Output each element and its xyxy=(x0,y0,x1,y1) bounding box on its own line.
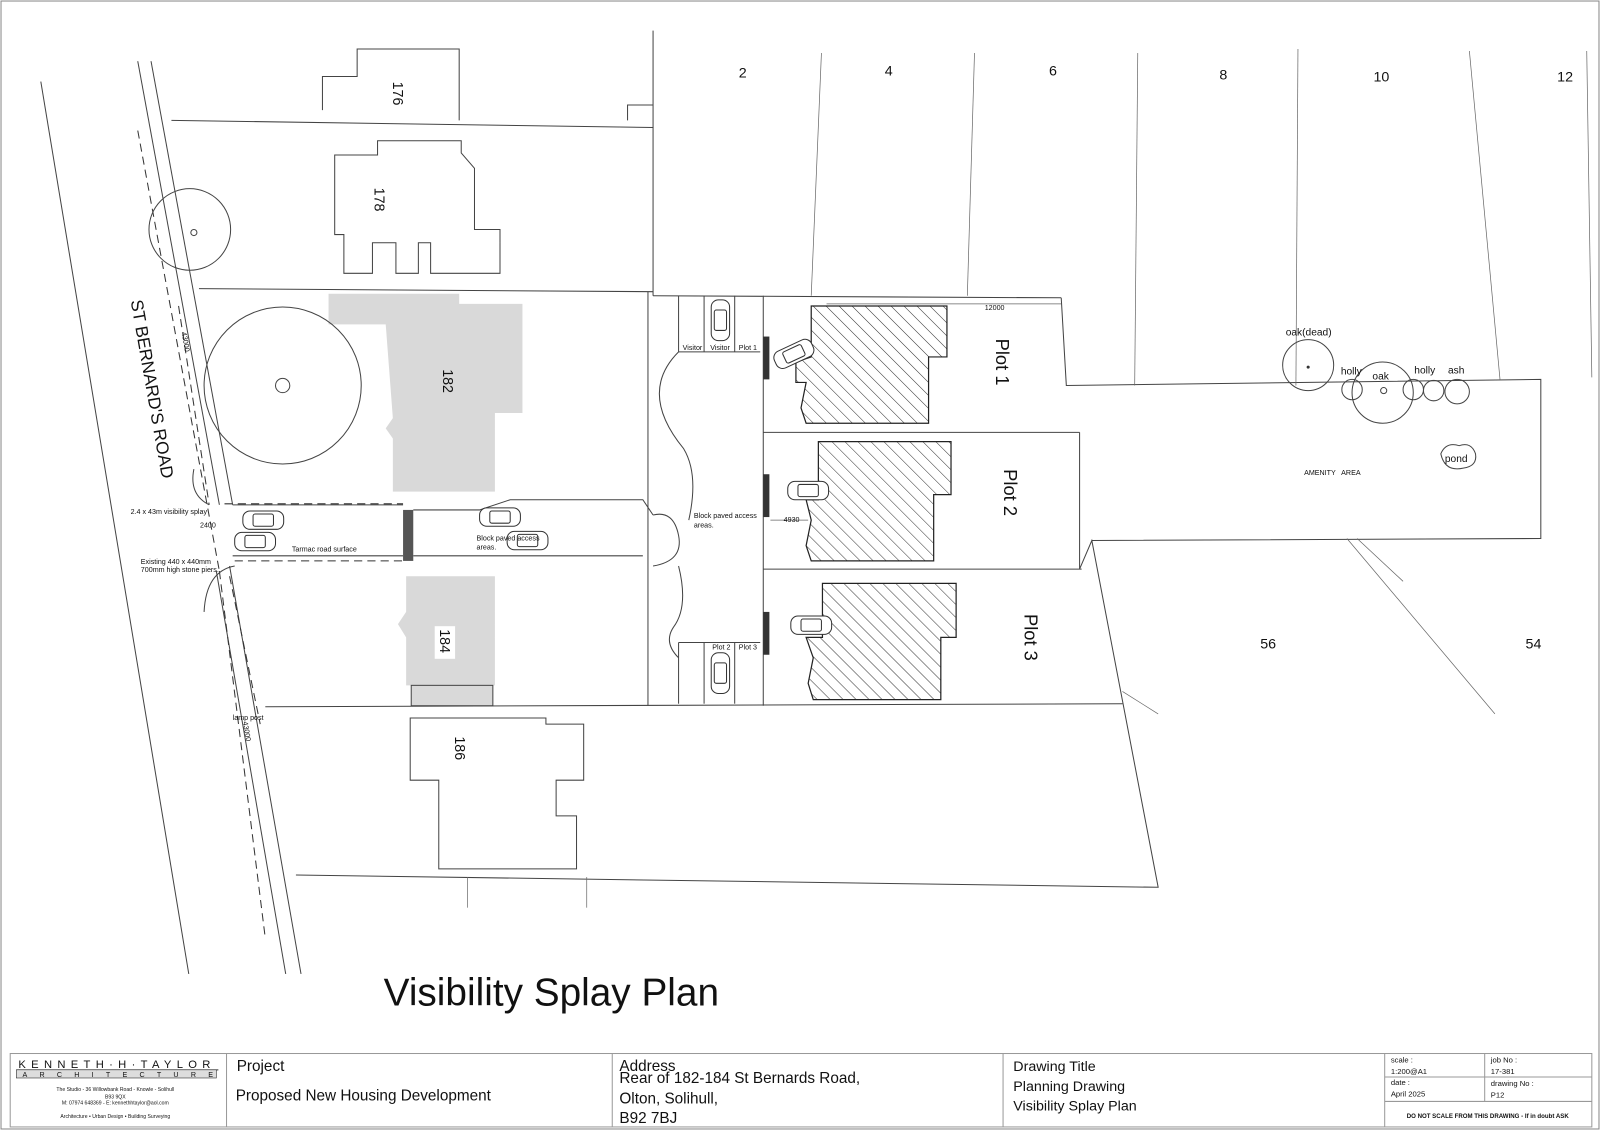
plot-1-label: Plot 1 xyxy=(992,339,1013,386)
dimension-43000-top: 43000 xyxy=(180,331,191,352)
tree-oak-dead: oak(dead) xyxy=(1286,328,1332,339)
plot-number-184: 184 xyxy=(436,629,452,653)
block-paved-label-1b: areas. xyxy=(477,544,497,552)
tarmac-label: Tarmac road surface xyxy=(292,546,357,554)
title-block: KENNETH·H·TAYLOR ARCHITECTURE The Studio… xyxy=(9,1053,1593,1128)
pond-label: pond xyxy=(1445,454,1468,465)
plot-number-56: 56 xyxy=(1260,637,1276,653)
plot-number-12: 12 xyxy=(1557,70,1573,86)
plot-number-186: 186 xyxy=(451,736,467,760)
trees xyxy=(148,188,1477,470)
plot-number-8: 8 xyxy=(1219,68,1227,84)
job-label: job No : xyxy=(1490,1056,1517,1065)
visibility-splay-label: 2.4 x 43m visibility splay xyxy=(131,508,208,516)
scale-value: 1:200@A1 xyxy=(1391,1067,1427,1076)
block-paved-label-2: Block paved access xyxy=(694,512,757,520)
drawing-title-line-1: Planning Drawing xyxy=(1013,1079,1125,1095)
plot-2-label: Plot 2 xyxy=(1000,469,1021,516)
drawing-title-label: Drawing Title xyxy=(1013,1059,1096,1075)
block-paved-label-1: Block paved access xyxy=(477,535,540,543)
job-value: 17-381 xyxy=(1491,1067,1515,1076)
stone-piers-label-1: Existing 440 x 440mm xyxy=(141,558,211,566)
firm-postcode: B93 9QX xyxy=(105,1094,126,1100)
plot-number-176: 176 xyxy=(389,82,405,106)
site-boundaries xyxy=(171,30,1593,908)
plot-number-6: 6 xyxy=(1049,63,1057,79)
drawing-title-line-2: Visibility Splay Plan xyxy=(1013,1099,1136,1115)
address-label: Address xyxy=(619,1058,675,1075)
tree-holly-1: holly xyxy=(1341,366,1363,377)
dimension-4930: 4930 xyxy=(784,516,800,524)
plot-number-4: 4 xyxy=(885,63,893,79)
firm-address: The Studio - 36 Willowbank Road - Knowle… xyxy=(56,1087,174,1093)
plot-houses xyxy=(763,303,1062,701)
scale-label: scale : xyxy=(1391,1056,1413,1065)
drawing-no-value: P12 xyxy=(1491,1090,1505,1099)
drawing-title: Visibility Splay Plan xyxy=(384,972,719,1015)
do-not-scale-warning: DO NOT SCALE FROM THIS DRAWING - If in d… xyxy=(1407,1113,1570,1120)
drawing-no-label: drawing No : xyxy=(1491,1079,1534,1088)
project-value: Proposed New Housing Development xyxy=(236,1087,492,1104)
amenity-area-label: AMENITY AREA xyxy=(1304,469,1361,477)
visitor-space-1: Visitor xyxy=(683,344,703,352)
firm-services: Architecture • Urban Design • Building S… xyxy=(60,1114,170,1120)
stone-piers-label-2: 700mm high stone piers. xyxy=(141,566,219,574)
logo-subtitle: ARCHITECTURE xyxy=(22,1071,225,1079)
plot-number-182: 182 xyxy=(439,369,455,393)
access-drive xyxy=(192,295,761,704)
address-line-3: B92 7BJ xyxy=(619,1110,677,1127)
plot-number-2: 2 xyxy=(739,66,747,82)
address-line-1: Rear of 182-184 St Bernards Road, xyxy=(619,1070,860,1087)
tree-ash: ash xyxy=(1448,365,1464,376)
block-paved-label-2b: areas. xyxy=(694,521,714,529)
firm-contact: M: 07974 648369 - E: kennethhtaylor@aol.… xyxy=(62,1101,169,1107)
plot-number-10: 10 xyxy=(1373,70,1389,86)
project-label: Project xyxy=(237,1058,285,1075)
logo-name: KENNETH·H·TAYLOR xyxy=(18,1059,215,1071)
date-label: date : xyxy=(1391,1078,1410,1087)
date-value: April 2025 xyxy=(1391,1089,1425,1098)
plot-number-54: 54 xyxy=(1526,637,1542,653)
dimension-12000: 12000 xyxy=(985,304,1005,312)
tree-holly-2: holly xyxy=(1414,365,1436,376)
dimension-43000-bottom: 43000 xyxy=(241,721,252,742)
parking-plot-1: Plot 1 xyxy=(739,344,757,352)
parking-plot-2: Plot 2 xyxy=(712,644,730,652)
dimension-2400: 2400 xyxy=(200,521,216,529)
plot-number-178: 178 xyxy=(370,188,386,212)
visitor-space-2: Visitor xyxy=(710,344,730,352)
tree-oak: oak xyxy=(1372,371,1389,382)
plot-3-label: Plot 3 xyxy=(1020,614,1041,661)
lamp-post-label: lamp post xyxy=(233,714,264,722)
parking-plot-3: Plot 3 xyxy=(739,644,757,652)
address-line-2: Olton, Solihull, xyxy=(619,1090,718,1107)
